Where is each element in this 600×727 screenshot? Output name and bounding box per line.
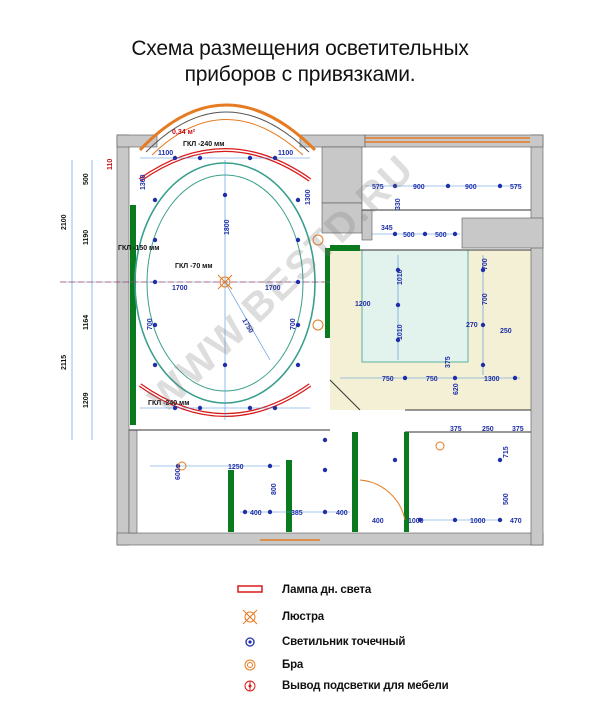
partitions bbox=[129, 209, 531, 433]
dim-250: 250 bbox=[500, 328, 512, 335]
dim-1010-bottom: 1010 bbox=[397, 324, 404, 340]
dim-250-b: 250 bbox=[482, 426, 494, 433]
dim-1190: 1190 bbox=[83, 230, 90, 245]
dim-575-right: 575 bbox=[510, 184, 522, 191]
dim-575-left: 575 bbox=[372, 184, 384, 191]
spotlights bbox=[152, 155, 518, 523]
dim-470: 470 bbox=[510, 518, 522, 525]
dim-700-d: 700 bbox=[482, 293, 489, 305]
legend-item-fluorescent: Лампа дн. света bbox=[232, 580, 371, 600]
chandelier-icon bbox=[217, 274, 233, 290]
label-gkl-center: ГКЛ -70 мм bbox=[175, 263, 213, 270]
dim-1164: 1164 bbox=[83, 315, 90, 330]
chandelier-icon bbox=[232, 607, 282, 627]
windows bbox=[260, 137, 530, 541]
label-area: 0,34 м² bbox=[172, 129, 196, 136]
green-walls bbox=[130, 205, 409, 532]
legend-label-spotlight: Светильник точечный bbox=[282, 636, 406, 648]
dim-1300-c: 1300 bbox=[484, 376, 500, 383]
legend-item-spotlight: Светильник точечный bbox=[232, 632, 405, 652]
dim-500-b: 500 bbox=[403, 232, 415, 239]
dim-1700-right: 1700 bbox=[265, 285, 281, 292]
dim-600: 600 bbox=[175, 468, 182, 480]
dim-1100-top-left: 1100 bbox=[158, 150, 173, 157]
page-title: Схема размещения осветительных приборов … bbox=[0, 36, 600, 88]
dim-1000-b: 1000 bbox=[470, 518, 486, 525]
dim-700-c: 700 bbox=[482, 258, 489, 270]
furniture-light-outlet-icon bbox=[232, 676, 282, 696]
dim-375-c: 375 bbox=[512, 426, 524, 433]
dim-1209: 1209 bbox=[83, 392, 90, 408]
sconce-icon bbox=[232, 655, 282, 675]
dim-1300-left: 1300 bbox=[140, 174, 147, 190]
dim-375-b: 375 bbox=[450, 426, 462, 433]
dim-385: 385 bbox=[291, 510, 303, 517]
dim-400-b: 400 bbox=[336, 510, 348, 517]
legend-item-chandelier: Люстра bbox=[232, 607, 324, 627]
label-gkl-left: ГКЛ -150 мм bbox=[118, 245, 159, 252]
sconces bbox=[177, 234, 445, 471]
dim-750-left: 750 bbox=[382, 376, 394, 383]
dim-270: 270 bbox=[466, 322, 478, 329]
legend-label-chandelier: Люстра bbox=[282, 611, 324, 623]
dim-2115: 2115 bbox=[61, 355, 68, 370]
dim-1800: 1800 bbox=[224, 219, 231, 235]
dim-1300-right: 1300 bbox=[305, 189, 312, 205]
legend-label-sconce: Бра bbox=[282, 659, 304, 671]
dim-1100-top-right: 1100 bbox=[278, 150, 293, 157]
walls bbox=[116, 134, 544, 546]
door-arc bbox=[359, 479, 406, 521]
dim-500-d: 500 bbox=[503, 493, 510, 505]
dim-1200: 1200 bbox=[355, 301, 371, 308]
title-line-2: приборов с привязками. bbox=[184, 63, 416, 86]
spotlight-icon bbox=[232, 632, 282, 652]
legend: Лампа дн. света Люстра Светильник точечн… bbox=[232, 575, 572, 705]
dim-800: 800 bbox=[271, 483, 278, 495]
dim-620: 620 bbox=[453, 383, 460, 395]
label-gkl-bottom: ГКЛ -240 мм bbox=[148, 400, 189, 407]
bay-window bbox=[138, 103, 317, 152]
dim-1010-top: 1010 bbox=[397, 269, 404, 285]
mint-ceiling-area bbox=[361, 249, 469, 363]
label-gkl-top: ГКЛ -240 мм bbox=[183, 141, 224, 148]
dim-700-left: 700 bbox=[147, 318, 154, 330]
legend-label-furniture: Вывод подсветки для мебели bbox=[282, 680, 449, 692]
dim-400-c: 400 bbox=[372, 518, 384, 525]
dim-400-a: 400 bbox=[250, 510, 262, 517]
dim-1700-left: 1700 bbox=[172, 285, 188, 292]
dim-900-right: 900 bbox=[465, 184, 477, 191]
dim-1000-a: 1000 bbox=[408, 518, 424, 525]
dim-330: 330 bbox=[395, 198, 402, 210]
legend-label-fluorescent: Лампа дн. света bbox=[282, 584, 372, 596]
fluorescent-lamp-icon bbox=[232, 580, 282, 600]
dim-345: 345 bbox=[381, 225, 393, 232]
dim-750-right: 750 bbox=[426, 376, 438, 383]
dim-375-a: 375 bbox=[445, 356, 452, 368]
title-line-1: Схема размещения осветительных bbox=[131, 37, 469, 60]
dim-715: 715 bbox=[503, 446, 510, 458]
dim-900-left: 900 bbox=[413, 184, 425, 191]
dim-2100: 2100 bbox=[61, 214, 68, 230]
dim-110: 110 bbox=[107, 159, 114, 170]
dim-1250: 1250 bbox=[228, 464, 244, 471]
legend-item-sconce: Бра bbox=[232, 655, 303, 675]
dim-700-right: 700 bbox=[290, 318, 297, 330]
legend-item-furniture: Вывод подсветки для мебели bbox=[232, 676, 449, 696]
dim-500-c: 500 bbox=[435, 232, 447, 239]
dim-500-left: 500 bbox=[83, 173, 90, 185]
